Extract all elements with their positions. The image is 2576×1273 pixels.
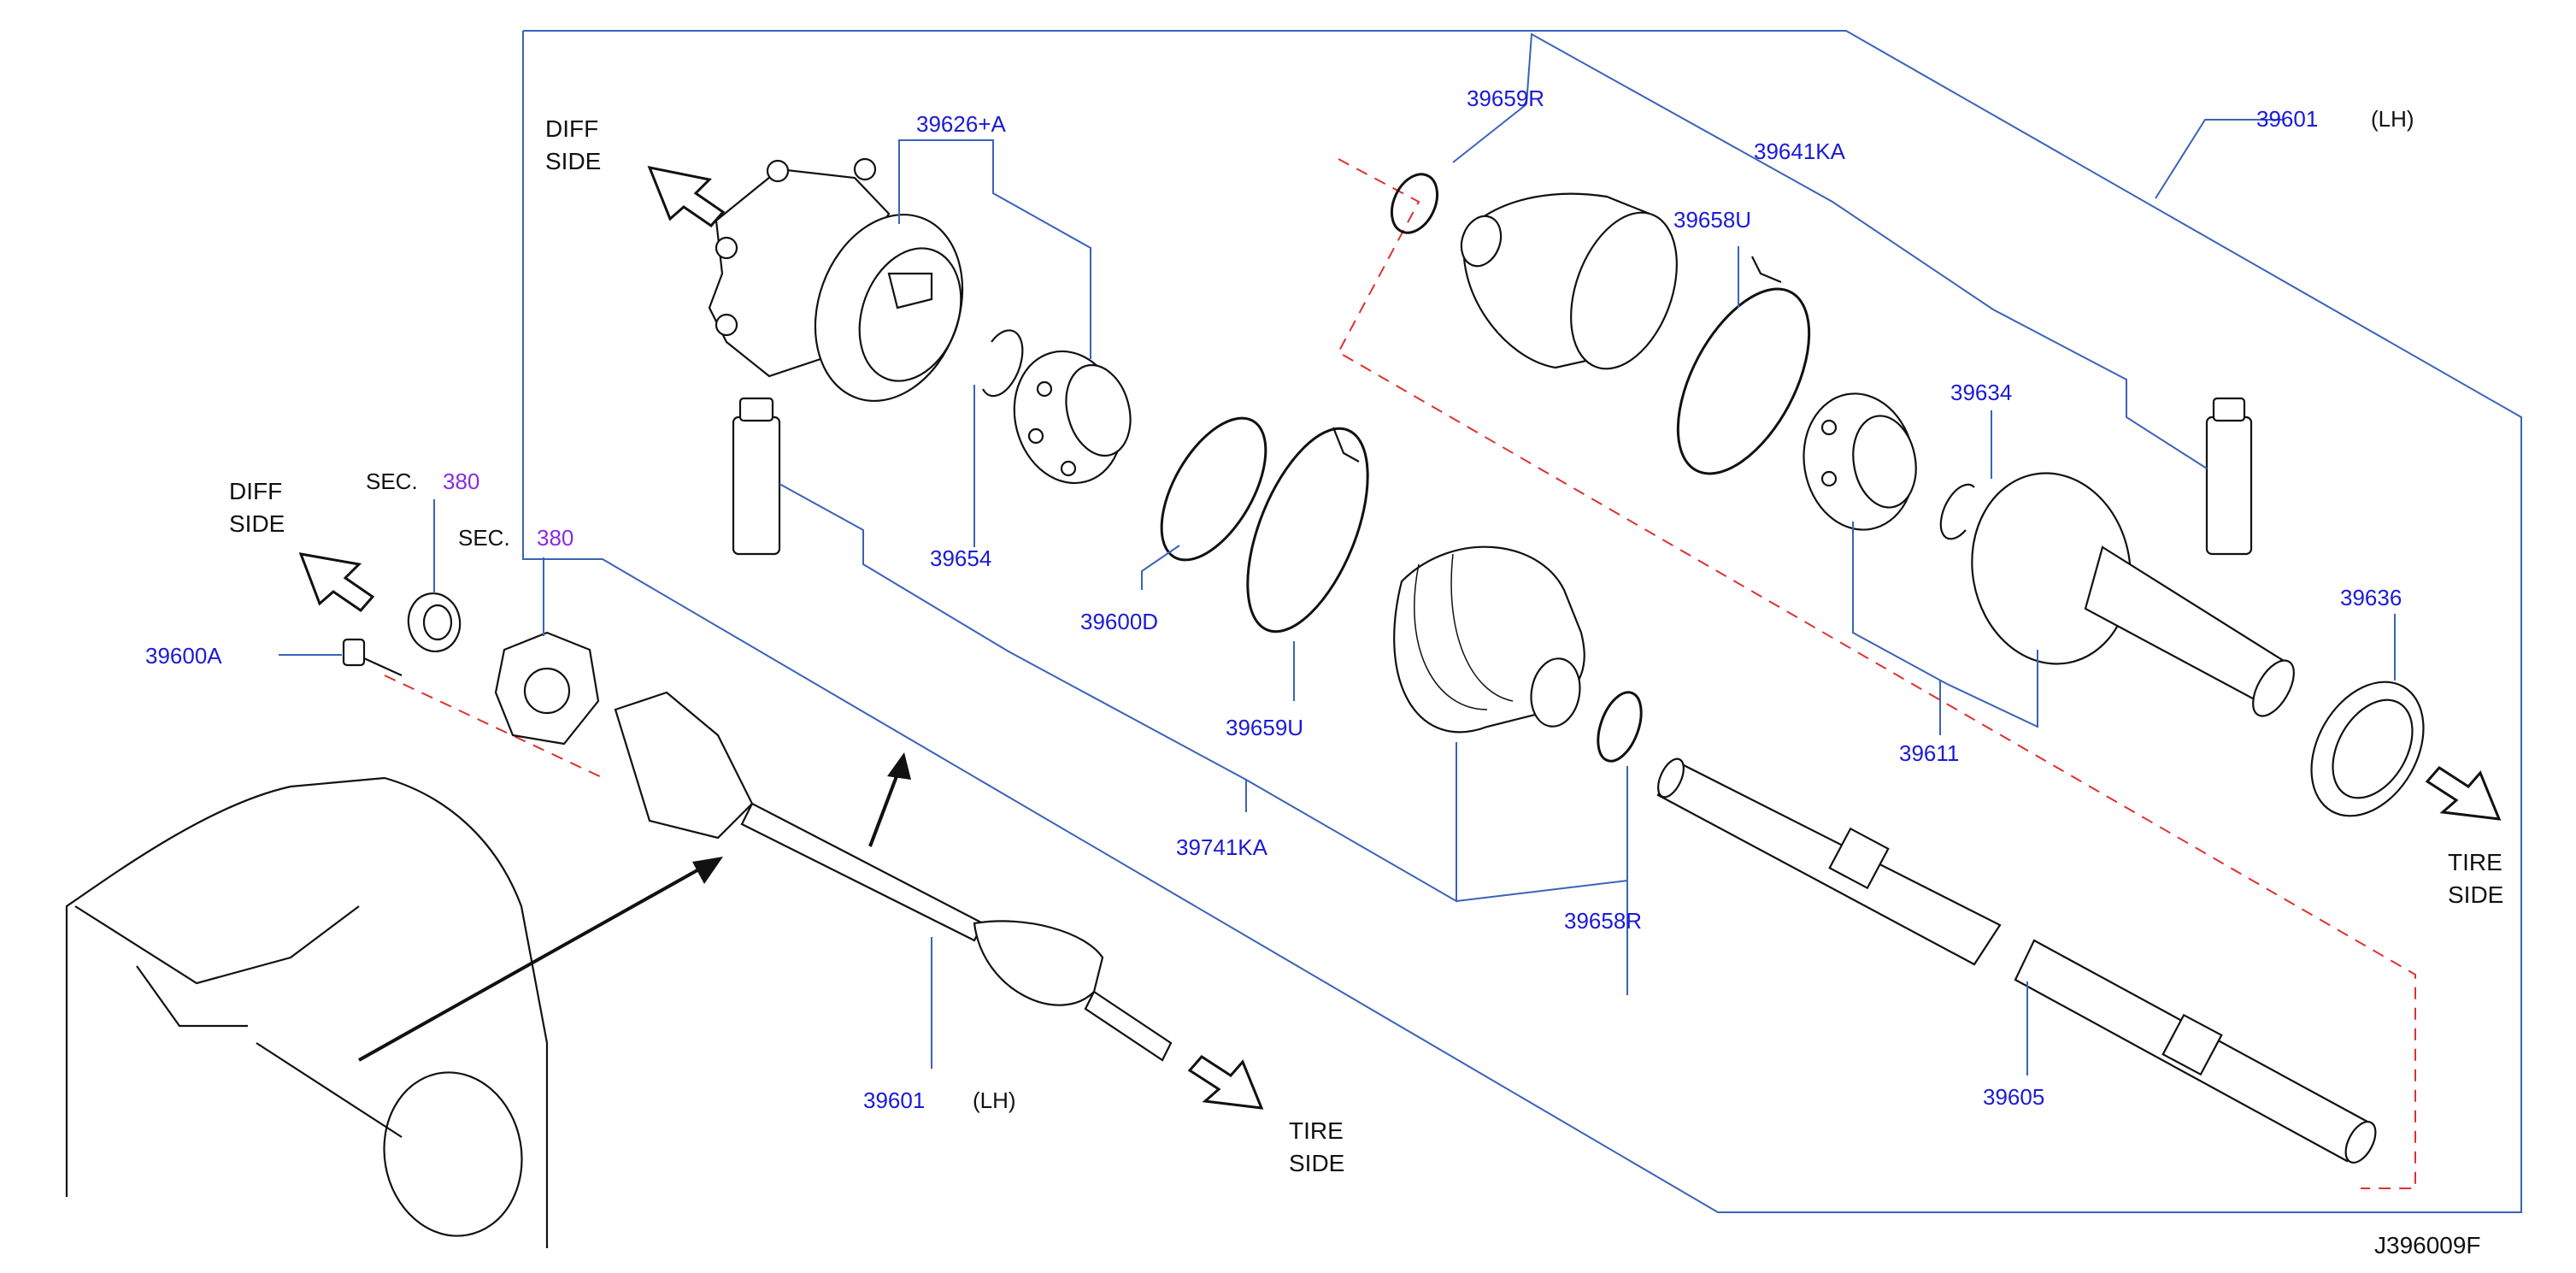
tire-side-right-label-2: SIDE	[2448, 881, 2503, 908]
part-number-39605[interactable]: 39605	[1983, 1084, 2044, 1110]
part-number-39600a[interactable]: 39600A	[145, 643, 222, 669]
boot-band-39659r	[1390, 173, 1439, 234]
sec-ref-prefix-2: SEC.	[458, 525, 510, 551]
part-number-39641ka[interactable]: 39641KA	[1754, 138, 1846, 164]
inner-axis-dashed	[1337, 158, 2416, 1189]
housing-39626a	[708, 157, 964, 403]
snap-ring-39634	[1939, 483, 1975, 540]
part-number-39611[interactable]: 39611	[1899, 740, 1959, 766]
part-number-39741ka[interactable]: 39741KA	[1176, 834, 1268, 860]
leader-39611	[1852, 522, 2038, 728]
diagram-code: J396009F	[2374, 1232, 2481, 1258]
boot-band-39658u	[1676, 256, 1811, 475]
bolt-39600a	[342, 638, 403, 677]
outer-joint-39611	[1971, 472, 2295, 717]
part-number-39601-top-side: (LH)	[2371, 106, 2414, 132]
part-number-39601-bottom-side: (LH)	[973, 1087, 1016, 1113]
leader-39641ka	[1526, 32, 2208, 469]
oring-39600d	[1160, 416, 1267, 562]
part-number-39600d[interactable]: 39600D	[1080, 609, 1158, 634]
leader-39741ka-boot	[1245, 742, 1457, 903]
part-number-39626a[interactable]: 39626+A	[916, 111, 1006, 137]
part-number-39659u[interactable]: 39659U	[1226, 715, 1303, 740]
locator-arrow-line	[358, 862, 710, 1062]
boot-39641ka	[1460, 192, 1678, 370]
grease-tube-right	[2205, 397, 2253, 556]
tire-side-lower-label-2: SIDE	[1289, 1150, 1344, 1176]
leader-39659r	[1452, 103, 1527, 163]
boot-band-39659u	[1246, 427, 1369, 634]
ball-cage	[1803, 392, 1917, 531]
part-number-39636[interactable]: 39636	[2340, 585, 2402, 610]
seal-39636	[2310, 681, 2425, 817]
diff-side-left-label-2: SIDE	[229, 510, 285, 537]
locator-arrow-head	[692, 857, 723, 884]
shaft-39605-lower	[2014, 939, 2377, 1164]
inner-race-ball-joint	[1013, 350, 1132, 485]
leader-39626a	[898, 139, 1091, 359]
tire-side-lower-arrow	[1187, 1055, 1264, 1110]
upward-arrow-line	[868, 769, 901, 847]
part-number-39658r[interactable]: 39658R	[1564, 908, 1642, 934]
exploded-view-frame	[522, 30, 2522, 1213]
sec-ref-number-1[interactable]: 380	[443, 469, 479, 494]
grease-tube-left	[732, 397, 781, 556]
boot-band-39658r	[1597, 691, 1643, 763]
diff-side-upper-label-1: DIFF	[545, 115, 598, 142]
leader-39741ka	[779, 483, 1247, 812]
upward-arrow-head	[887, 752, 911, 780]
leader-39600d	[1141, 545, 1180, 590]
seal-sec380	[407, 592, 462, 652]
flange-sec380	[494, 631, 600, 746]
part-number-39634[interactable]: 39634	[1950, 380, 2012, 405]
diff-side-left-arrow	[298, 552, 375, 612]
tire-side-right-label-1: TIRE	[2448, 849, 2502, 875]
sec-ref-prefix-1: SEC.	[366, 469, 418, 494]
driveshaft-39601-assembly	[614, 691, 1173, 1062]
part-number-39601-top[interactable]: 39601	[2256, 106, 2318, 132]
tire-side-right-arrow	[2425, 766, 2502, 821]
boot-39741ka	[1393, 545, 1585, 734]
part-number-39658u[interactable]: 39658U	[1673, 207, 1751, 233]
part-number-39601-bottom[interactable]: 39601	[863, 1087, 925, 1113]
part-number-39654[interactable]: 39654	[930, 545, 991, 571]
diff-side-left-label-1: DIFF	[229, 478, 282, 504]
diff-side-upper-label-2: SIDE	[545, 148, 601, 174]
part-number-39659r[interactable]: 39659R	[1467, 85, 1544, 111]
leader-39601-top	[2155, 119, 2284, 199]
shaft-39605-upper	[1656, 757, 2002, 966]
leader-39658r	[1456, 879, 1628, 995]
snap-ring-39654	[982, 329, 1024, 398]
diff-side-upper-arrow	[647, 165, 726, 227]
sec-ref-number-2[interactable]: 380	[537, 525, 573, 551]
vehicle-outline	[65, 776, 549, 1248]
tire-side-lower-label-1: TIRE	[1289, 1117, 1344, 1144]
